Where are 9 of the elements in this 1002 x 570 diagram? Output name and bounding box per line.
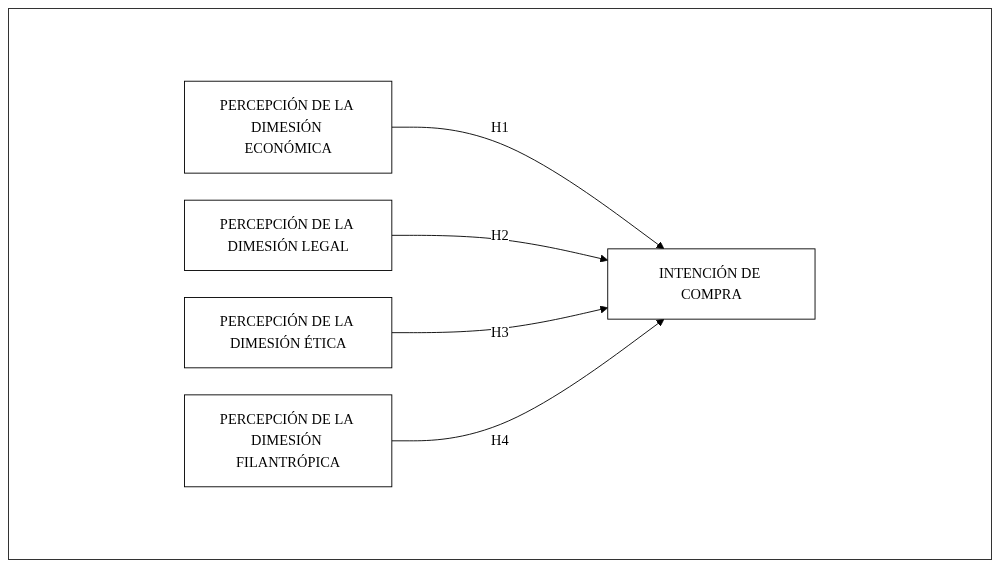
- node-box: PERCEPCIÓN DE LA DIMESIÓN FILANTRÓPICA: [184, 394, 393, 488]
- edge-label: H2: [491, 227, 509, 243]
- node-box: PERCEPCIÓN DE LA DIMESIÓN ÉTICA: [184, 297, 393, 369]
- edge-label: H1: [491, 119, 509, 135]
- node-box: PERCEPCIÓN DE LA DIMESIÓN ECONÓMICA: [184, 80, 393, 174]
- node-box: INTENCIÓN DE COMPRA: [607, 248, 816, 320]
- edge-label: H3: [491, 324, 509, 340]
- node-box: PERCEPCIÓN DE LA DIMESIÓN LEGAL: [184, 199, 393, 271]
- edge-label: H4: [491, 432, 509, 449]
